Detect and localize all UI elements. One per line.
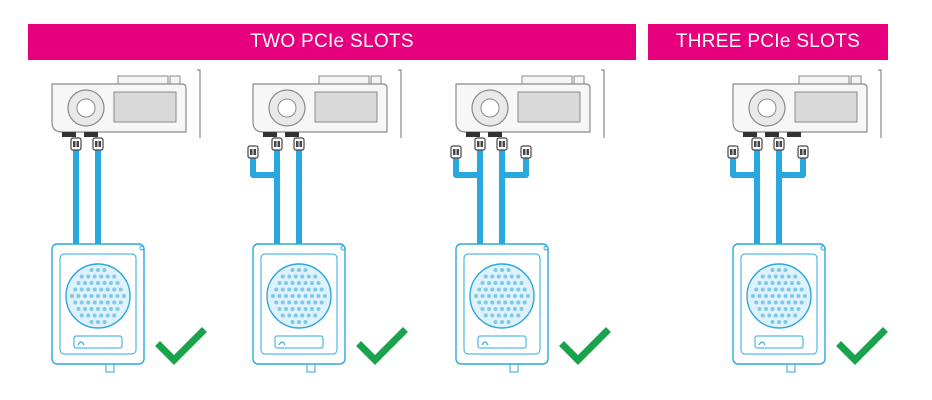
pcie-socket [62, 132, 76, 137]
pcie-plug-icon [751, 137, 763, 151]
checkmark-icon [836, 327, 888, 365]
pcie-plug-icon [271, 137, 283, 151]
psu-switch [509, 363, 519, 373]
pcie-cable-pigtail [250, 156, 280, 244]
pcie-cable-pigtail [776, 156, 806, 244]
pcie-plug-icon [450, 145, 462, 159]
psu-brand-plate [754, 335, 804, 349]
pcie-plug-icon [520, 145, 532, 159]
pcie-socket [263, 132, 277, 137]
psu-brand-plate [274, 335, 324, 349]
pcie-cable-pigtail [499, 156, 529, 244]
psu-switch [786, 363, 796, 373]
psu-switch [306, 363, 316, 373]
checkmark-icon [155, 327, 207, 365]
pcie-plug-icon [496, 137, 508, 151]
pcie-plug-icon [247, 145, 259, 159]
pcie-plug-icon [773, 137, 785, 151]
psu-brand-plate [73, 335, 123, 349]
psu-switch [105, 363, 115, 373]
psu-brand-plate [477, 335, 527, 349]
configuration-4 [727, 69, 888, 373]
pcie-cable-pigtail [453, 156, 483, 244]
banner-three-pcie-slots: THREE PCIe SLOTS [648, 24, 888, 60]
pcie-socket [84, 132, 98, 137]
pcie-socket [285, 132, 299, 137]
banner-two-pcie-slots: TWO PCIe SLOTS [28, 24, 636, 60]
configuration-2 [247, 69, 408, 373]
checkmark-icon [356, 327, 408, 365]
pcie-socket [787, 132, 801, 137]
configuration-3 [450, 69, 611, 373]
pcie-socket [743, 132, 757, 137]
configuration-1 [51, 69, 207, 373]
pcie-socket [765, 132, 779, 137]
pcie-socket [488, 132, 502, 137]
pcie-socket [466, 132, 480, 137]
pcie-plug-icon [70, 137, 82, 151]
checkmark-icon [559, 327, 611, 365]
pcie-plug-icon [727, 145, 739, 159]
pcie-cable-pigtail [730, 156, 760, 244]
pcie-plug-icon [92, 137, 104, 151]
pcie-plug-icon [474, 137, 486, 151]
pcie-plug-icon [797, 145, 809, 159]
pcie-plug-icon [293, 137, 305, 151]
